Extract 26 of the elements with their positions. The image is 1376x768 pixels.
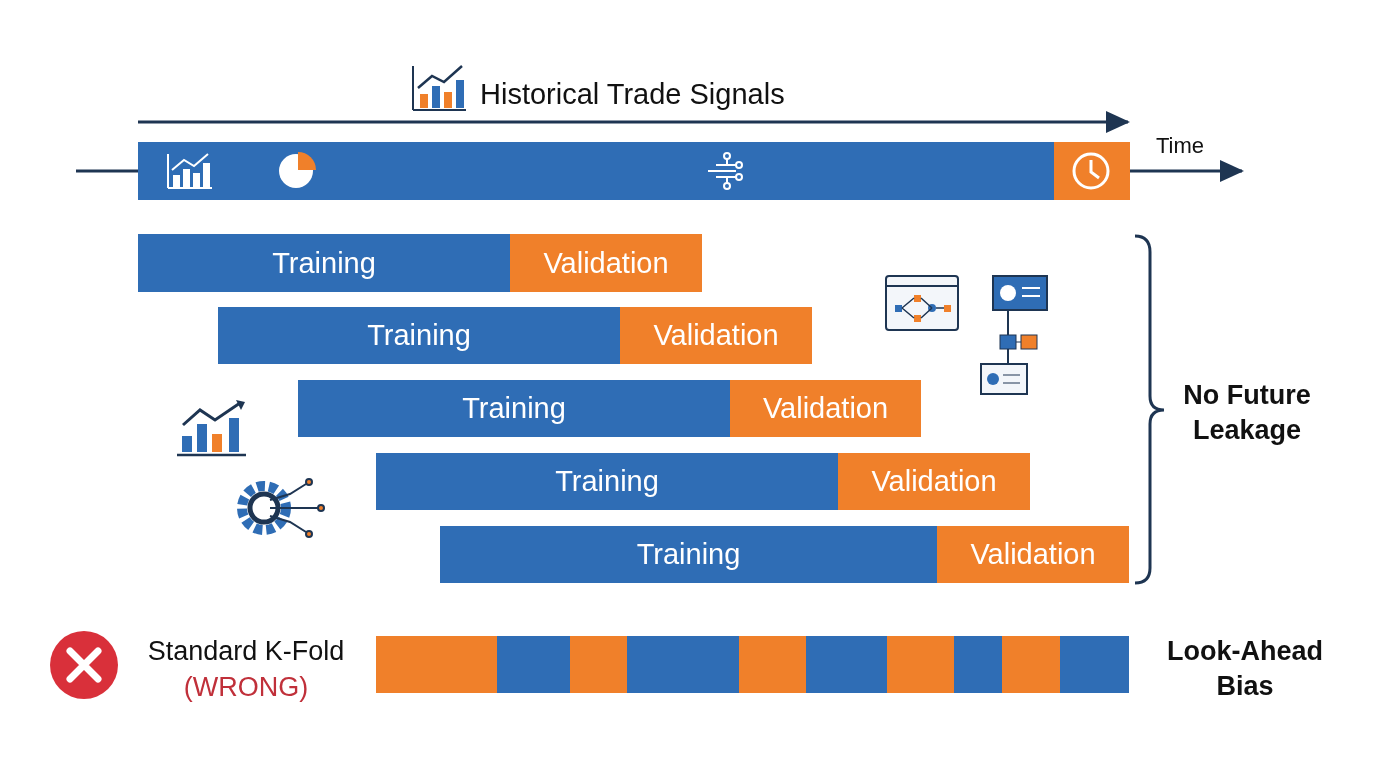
- fold-segment-bar: [887, 636, 954, 693]
- fold-segment-bar: [497, 636, 570, 693]
- fold-segment-bar: [1002, 636, 1060, 693]
- training-segment: Training: [218, 307, 620, 364]
- fold-segment-bar: [954, 636, 1002, 693]
- validation-segment: Validation: [510, 234, 702, 292]
- fold-segment-bar: [1060, 636, 1129, 693]
- training-segment: Training: [138, 234, 510, 292]
- fold-segment-bar: [739, 636, 806, 693]
- validation-segment: Validation: [730, 380, 921, 437]
- training-segment: Training: [376, 453, 838, 510]
- training-segment: Training: [440, 526, 937, 583]
- validation-segment: Validation: [838, 453, 1030, 510]
- method-label: Standard K-Fold: [146, 635, 346, 668]
- bias-label: Look-Ahead Bias: [1166, 635, 1324, 704]
- training-segment: Training: [298, 380, 730, 437]
- fold-segment-bar: [806, 636, 887, 693]
- fold-segment-bar: [627, 636, 739, 693]
- validation-segment: Validation: [937, 526, 1129, 583]
- fold-segment-bar: [570, 636, 627, 693]
- title: Historical Trade Signals: [480, 78, 785, 111]
- fold-segment-bar: [376, 636, 497, 693]
- axis-label: Time: [1156, 132, 1206, 160]
- bracket-label: No Future Leakage: [1182, 379, 1312, 448]
- warning-label: (WRONG): [182, 671, 310, 704]
- validation-segment: Validation: [620, 307, 812, 364]
